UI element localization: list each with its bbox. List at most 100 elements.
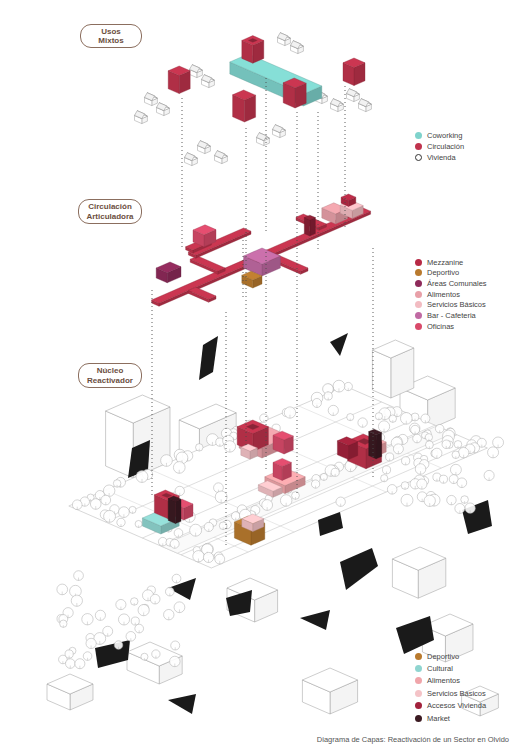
- tree-crown: [312, 398, 321, 407]
- legend-swatch: [415, 154, 422, 161]
- tree-trunk: [493, 455, 494, 458]
- legend-text: Bar - Cafeteria: [427, 311, 476, 320]
- house-roof: [190, 65, 200, 73]
- legend-entry: Alimentos: [415, 289, 460, 299]
- tree-trunk: [315, 486, 316, 488]
- house-roof: [157, 103, 167, 111]
- tree-crown: [152, 650, 160, 658]
- tree-trunk: [174, 546, 175, 549]
- legend-entry: Coworking: [415, 130, 462, 140]
- projection-line: [345, 86, 346, 230]
- cast-shadow: [199, 336, 218, 380]
- tree-trunk: [461, 485, 462, 488]
- tree-crown: [60, 620, 67, 627]
- tree-trunk: [143, 612, 144, 615]
- tree-trunk: [147, 598, 148, 601]
- tree-trunk: [176, 580, 177, 583]
- face: [242, 36, 264, 46]
- tree-trunk: [459, 510, 460, 513]
- tree-crown: [386, 453, 394, 461]
- tree-crown: [358, 418, 367, 427]
- layer-label: Usos Mixtos: [80, 24, 142, 48]
- tree-crown: [150, 594, 160, 604]
- face: [190, 256, 225, 271]
- street-line: [181, 435, 457, 555]
- tree-crown: [113, 480, 121, 488]
- tree-crown: [432, 448, 442, 458]
- tree-trunk: [117, 485, 118, 487]
- tree-trunk: [428, 439, 429, 441]
- legend-swatch: [415, 653, 422, 660]
- sports-block: [242, 271, 262, 288]
- tree-crown: [292, 492, 300, 500]
- tree-trunk: [221, 499, 222, 503]
- tree-trunk: [189, 519, 190, 522]
- legend-text: Oficinas: [427, 322, 454, 331]
- tree-crown: [425, 441, 433, 449]
- street-line: [299, 406, 442, 468]
- face: [168, 496, 181, 502]
- tree-trunk: [90, 499, 91, 501]
- face: [176, 499, 182, 523]
- tree-trunk: [78, 578, 79, 581]
- legend-entry: Cultural: [415, 663, 453, 673]
- face: [372, 350, 390, 398]
- tree-trunk: [118, 647, 119, 650]
- coworking-block: [230, 54, 322, 106]
- legend-swatch: [415, 301, 422, 308]
- cast-shadow: [396, 616, 434, 654]
- tree-crown: [193, 551, 204, 562]
- tree-trunk: [132, 511, 133, 513]
- tree-crown: [172, 574, 181, 583]
- market-block: [168, 496, 181, 524]
- tree-trunk: [415, 432, 416, 435]
- tree-crown: [95, 610, 105, 620]
- circulation-slab: [188, 228, 251, 258]
- stair-core: [304, 215, 315, 236]
- tree-crown: [389, 415, 396, 422]
- tree-crown: [129, 506, 136, 513]
- communal-block: [156, 262, 181, 283]
- face: [241, 444, 258, 451]
- tree-trunk: [91, 645, 92, 648]
- tree-crown: [375, 413, 382, 420]
- tree-trunk: [350, 468, 351, 471]
- layer-label: Núcleo Reactivador: [78, 363, 142, 388]
- legend-text: Deportivo: [427, 652, 459, 661]
- tree-trunk: [436, 479, 437, 481]
- face: [392, 547, 445, 570]
- tree-crown: [203, 552, 213, 562]
- projection-line: [182, 98, 183, 250]
- projection-line: [152, 290, 153, 498]
- tree-trunk: [138, 525, 139, 527]
- tree-trunk: [425, 420, 426, 423]
- tree-trunk: [142, 479, 143, 483]
- circulation-block: [233, 90, 256, 122]
- tree-trunk: [463, 455, 464, 458]
- tree-trunk: [406, 421, 407, 425]
- projection-lines: [152, 78, 373, 545]
- layer-label: Circulación Articuladora: [78, 199, 142, 224]
- tree-trunk: [414, 419, 415, 421]
- tree-trunk: [420, 471, 421, 474]
- tree-crown: [164, 609, 174, 619]
- tree-crown: [442, 440, 451, 449]
- tree-trunk: [139, 630, 140, 633]
- tree-crown: [104, 510, 116, 522]
- housing-access-block: [337, 437, 357, 460]
- tree-trunk: [109, 519, 110, 523]
- tree-trunk: [162, 543, 163, 546]
- tree-crown: [458, 447, 468, 457]
- face: [179, 404, 236, 429]
- tree-crown: [196, 444, 203, 451]
- tree-trunk: [178, 535, 179, 538]
- circulation-block: [283, 78, 306, 108]
- face: [341, 194, 356, 200]
- face: [156, 262, 181, 273]
- projection-line: [266, 252, 267, 470]
- projection-line: [243, 240, 244, 300]
- house-roof: [331, 99, 341, 107]
- legend-swatch: [415, 280, 422, 287]
- tree-crown: [402, 457, 410, 465]
- tree-trunk: [455, 456, 456, 458]
